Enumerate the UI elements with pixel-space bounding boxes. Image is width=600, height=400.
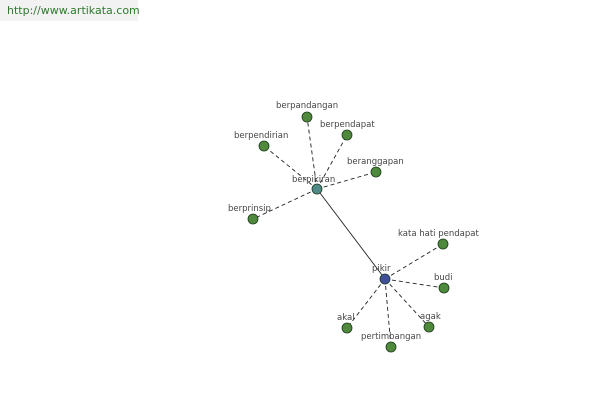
edge-pikir-akal — [346, 278, 386, 329]
artikata-watermark: http://www.artikata.com — [0, 0, 140, 21]
node-berpendirian[interactable] — [258, 140, 270, 152]
edge-berpikiran-pikir — [316, 188, 386, 280]
label-berpendirian: berpendirian — [234, 131, 288, 141]
label-akal: akal — [337, 313, 355, 323]
label-kata-hati: kata hati pendapat — [398, 229, 479, 239]
node-berprinsip[interactable] — [247, 213, 259, 225]
node-kata-hati[interactable] — [437, 238, 449, 250]
edge-berpikiran-berpendirian — [263, 145, 318, 190]
graph-edges — [252, 116, 445, 348]
label-berprinsip: berprinsip — [228, 204, 271, 214]
edge-pikir-budi — [384, 278, 445, 289]
node-akal[interactable] — [341, 322, 353, 334]
node-beranggapan[interactable] — [370, 166, 382, 178]
graph-labels: berpikiran pikir berpandangan berpendapat be… — [228, 101, 479, 342]
label-pikir: pikir — [372, 264, 391, 274]
node-budi[interactable] — [438, 282, 450, 294]
edge-berpikiran-berpandangan — [306, 116, 318, 190]
edge-pikir-kata-hati — [384, 243, 444, 280]
node-pikir[interactable] — [379, 273, 391, 285]
edge-berpikiran-berprinsip — [252, 188, 318, 220]
edge-berpikiran-berpendapat — [316, 134, 348, 190]
node-pertimbangan[interactable] — [385, 341, 397, 353]
label-agak: agak — [420, 312, 441, 322]
label-budi: budi — [434, 273, 453, 283]
node-berpandangan[interactable] — [301, 111, 313, 123]
label-berpikiran: berpikiran — [292, 175, 335, 185]
label-berpendapat: berpendapat — [320, 120, 375, 130]
edge-pikir-pertimbangan — [384, 278, 392, 348]
node-agak[interactable] — [423, 321, 435, 333]
edge-berpikiran-beranggapan — [316, 171, 377, 190]
node-berpikiran[interactable] — [311, 183, 323, 195]
label-berpandangan: berpandangan — [276, 101, 338, 111]
node-berpendapat[interactable] — [341, 129, 353, 141]
label-beranggapan: beranggapan — [347, 157, 404, 167]
label-pertimbangan: pertimbangan — [361, 332, 421, 342]
graph-nodes — [247, 111, 450, 353]
edge-pikir-agak — [384, 278, 430, 328]
